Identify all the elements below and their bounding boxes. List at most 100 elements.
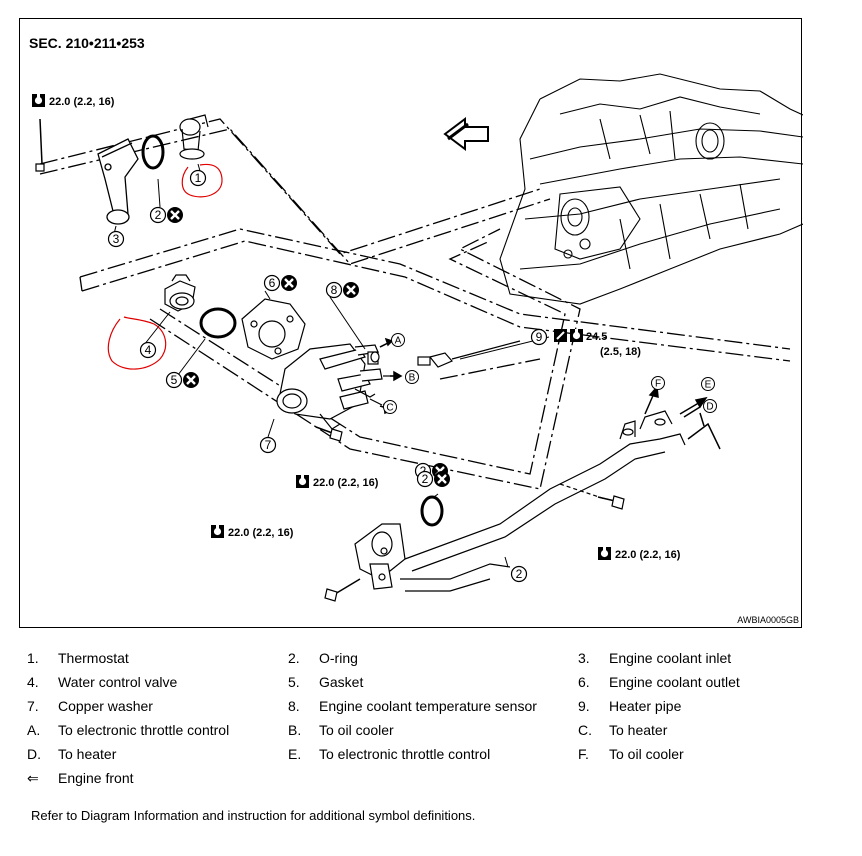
legend-key: D. bbox=[27, 746, 41, 762]
gasket bbox=[241, 298, 306, 360]
torque-wrench-icon bbox=[296, 475, 309, 488]
callout-label: 3 bbox=[113, 232, 120, 246]
coolant-temp-sensor bbox=[417, 340, 521, 368]
callout-label: 7 bbox=[265, 438, 272, 452]
callout-label: 2 bbox=[155, 208, 162, 222]
red-annotation-4 bbox=[107, 316, 167, 370]
legend-text: To electronic throttle control bbox=[58, 722, 230, 738]
water-control-valve bbox=[164, 274, 196, 312]
torque-label: 22.0 (2.2, 16) bbox=[296, 475, 379, 489]
legend-key: ⇐ bbox=[27, 770, 39, 786]
letter-A: A bbox=[391, 333, 405, 347]
letter-B: B bbox=[405, 370, 419, 384]
bolt-outlet bbox=[315, 426, 343, 442]
o-ring-upper bbox=[141, 134, 165, 170]
torque-wrench-icon bbox=[570, 329, 583, 342]
callout-label: 5 bbox=[171, 373, 178, 387]
legend-text: Thermostat bbox=[58, 650, 129, 666]
legend-text: To oil cooler bbox=[319, 722, 394, 738]
torque-value: 22.0 (2.2, 16) bbox=[313, 477, 379, 489]
callout-1: 1 bbox=[189, 169, 207, 187]
letter-E: E bbox=[701, 377, 715, 391]
pipe-end-arrows bbox=[644, 385, 721, 450]
section-title: SEC. 210•211•253 bbox=[29, 35, 145, 51]
engine-block bbox=[499, 73, 803, 305]
letter-label: E bbox=[705, 380, 712, 391]
torque-label: 22.0 (2.2, 16) bbox=[598, 547, 681, 561]
legend-text: To heater bbox=[58, 746, 117, 762]
legend-text: Copper washer bbox=[58, 698, 153, 714]
refer-note: Refer to Diagram Information and instruc… bbox=[31, 808, 476, 823]
callout-label: 2 bbox=[516, 567, 523, 581]
callout-4: 4 bbox=[139, 341, 157, 359]
engine-coolant-outlet bbox=[276, 343, 371, 430]
bolt-pipe-right bbox=[559, 483, 625, 510]
torque-wrench-icon bbox=[32, 94, 45, 107]
heater-pipe bbox=[354, 410, 686, 592]
letter-label: A bbox=[395, 336, 402, 347]
legend-key: 5. bbox=[288, 674, 300, 690]
legend-text: O-ring bbox=[319, 650, 358, 666]
legend-key: C. bbox=[578, 722, 592, 738]
bolt-pipe-left bbox=[324, 578, 361, 602]
legend-key: 1. bbox=[27, 650, 39, 666]
letter-label: B bbox=[409, 373, 416, 384]
replace-x-icon bbox=[432, 469, 452, 489]
letter-C: C bbox=[383, 400, 397, 414]
legend-text: Heater pipe bbox=[609, 698, 682, 714]
legend-key: 8. bbox=[288, 698, 300, 714]
legend-row: ⇐Engine front bbox=[27, 770, 827, 794]
legend-text: Engine coolant outlet bbox=[609, 674, 740, 690]
legend-text: To heater bbox=[609, 722, 668, 738]
legend-text: Gasket bbox=[319, 674, 364, 690]
legend-key: B. bbox=[288, 722, 302, 738]
callout-2: 2 bbox=[416, 469, 452, 489]
letter-label: C bbox=[386, 403, 393, 414]
thermostat bbox=[179, 114, 209, 160]
legend-key: F. bbox=[578, 746, 589, 762]
o-ring-lower bbox=[420, 495, 444, 527]
legend-text: Engine coolant temperature sensor bbox=[319, 698, 537, 714]
replace-x-icon bbox=[341, 280, 361, 300]
replace-x-icon bbox=[181, 370, 201, 390]
legend-key: 4. bbox=[27, 674, 39, 690]
callout-2: 2 bbox=[510, 565, 528, 583]
letter-F: F bbox=[651, 376, 665, 390]
torque-value: 22.0 (2.2, 16) bbox=[615, 549, 681, 561]
sensor-torque-label: 24.5 (2.5, 18) bbox=[554, 329, 641, 358]
sensor-torque-units: (2.5, 18) bbox=[600, 346, 641, 358]
callout-label: 2 bbox=[422, 472, 429, 486]
legend-text: Engine coolant inlet bbox=[609, 650, 732, 666]
torque-wrench-icon bbox=[598, 547, 611, 560]
callout-7: 7 bbox=[259, 436, 277, 454]
callout-3: 3 bbox=[107, 230, 125, 248]
replace-x-icon bbox=[165, 205, 185, 225]
sensor-torque-value: 24.5 bbox=[586, 331, 607, 343]
o-ring-middle bbox=[199, 307, 237, 339]
legend-row: 4. Water control valve 5. Gasket 6. Engine co… bbox=[27, 674, 827, 698]
legend-text: Water control valve bbox=[58, 674, 178, 690]
legend-row: A. To electronic throttle control B. To oil… bbox=[27, 722, 827, 746]
callout-label: 8 bbox=[331, 283, 338, 297]
legend-key: 6. bbox=[578, 674, 590, 690]
torque-label: 22.0 (2.2, 16) bbox=[32, 94, 115, 108]
letter-label: F bbox=[655, 379, 661, 390]
callout-label: 9 bbox=[536, 330, 543, 344]
legend-text: To electronic throttle control bbox=[319, 746, 491, 762]
callout-6: 6 bbox=[263, 273, 299, 293]
legend-key: 3. bbox=[578, 650, 590, 666]
torque-label: 22.0 (2.2, 16) bbox=[211, 525, 294, 539]
torque-wrench-icon bbox=[211, 525, 224, 538]
callout-label: 1 bbox=[195, 171, 202, 185]
figure-code: AWBIA0005GB bbox=[737, 615, 799, 625]
legend-key: A. bbox=[27, 722, 41, 738]
callout-5: 5 bbox=[165, 370, 201, 390]
